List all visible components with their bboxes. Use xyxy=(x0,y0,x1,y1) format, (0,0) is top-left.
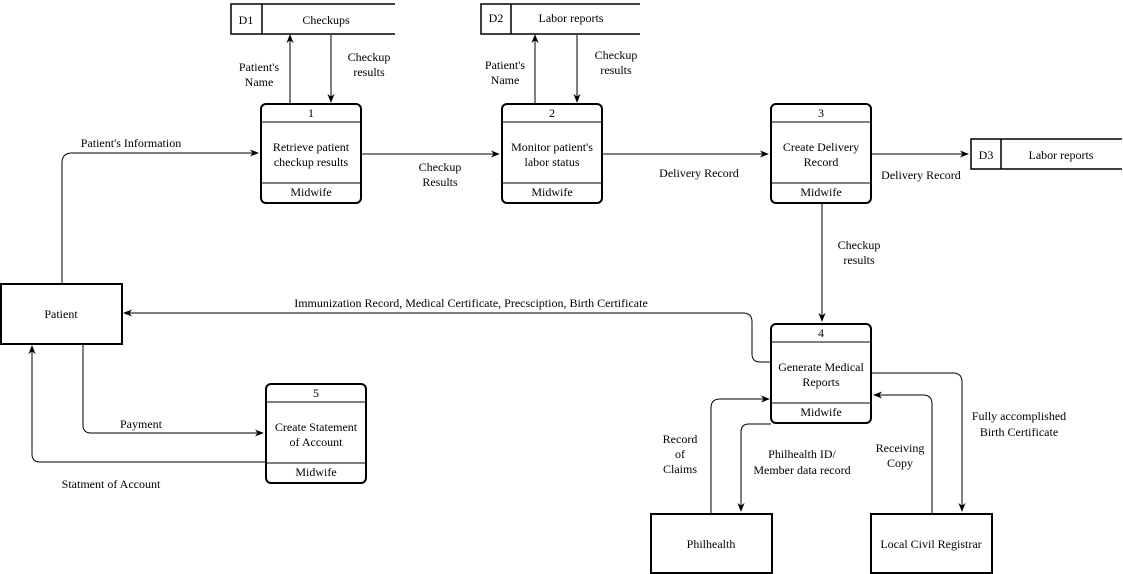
process-label-line-1: Generate Medical xyxy=(778,360,864,374)
process-actor: Midwife xyxy=(531,185,572,199)
flow-label-birth-cert-line-1: Fully accomplished xyxy=(972,409,1066,423)
data-store-code: D1 xyxy=(239,13,254,27)
flow-label-d1-name-line-2: Name xyxy=(245,75,274,89)
process-actor: Midwife xyxy=(290,185,331,199)
flow-label-patient-info: Patient's Information xyxy=(81,136,181,150)
flow-line-p4-patient xyxy=(123,309,771,363)
flow-label-d1-name-line-1: Patient's xyxy=(239,60,279,74)
entity-local-civil-registrar[interactable]: Local Civil Registrar xyxy=(870,513,993,574)
process-number: 4 xyxy=(818,326,824,340)
flow-line-philhealth-id xyxy=(737,423,771,512)
flow-label-p4-patient: Immunization Record, Medical Certificate… xyxy=(294,296,648,310)
process-number: 3 xyxy=(818,106,824,120)
data-store-d2[interactable]: D2 Labor reports xyxy=(480,3,640,35)
flow-label-claims-line-3: Claims xyxy=(663,462,697,476)
entity-philhealth[interactable]: Philhealth xyxy=(650,513,773,574)
process-label-line-2: labor status xyxy=(525,155,580,169)
process-actor: Midwife xyxy=(800,185,841,199)
flow-label-p3-p4-line-1: Checkup xyxy=(838,238,881,252)
process-4[interactable]: 4 Generate Medical Reports Midwife xyxy=(770,323,872,424)
flow-label-receiving-line-1: Receiving xyxy=(876,441,925,455)
flow-line-receiving xyxy=(873,391,933,513)
process-label-line-1: Create Statement xyxy=(275,420,358,434)
process-2[interactable]: 2 Monitor patient's labor status Midwife xyxy=(501,103,603,204)
flow-line-claims xyxy=(710,395,770,513)
process-number: 5 xyxy=(313,386,319,400)
flow-label-p1-p2-line-2: Results xyxy=(422,175,458,189)
data-store-code: D2 xyxy=(489,11,504,25)
process-actor: Midwife xyxy=(800,405,841,419)
entity-label: Philhealth xyxy=(687,537,736,551)
data-store-name: Labor reports xyxy=(1029,148,1094,162)
flow-label-birth-cert-line-2: Birth Certificate xyxy=(980,425,1058,439)
data-store-d3[interactable]: D3 Labor reports xyxy=(970,138,1122,170)
data-store-d1[interactable]: D1 Checkups xyxy=(230,3,395,35)
flow-label-p2-p3: Delivery Record xyxy=(659,166,739,180)
process-label-line-2: of Account xyxy=(290,435,344,449)
flow-line-soa xyxy=(28,345,266,463)
flow-label-receiving-line-2: Copy xyxy=(887,456,913,470)
process-label-line-1: Create Delivery xyxy=(783,140,859,154)
flow-label-claims-line-2: of xyxy=(675,447,685,461)
flow-label-d2-name-line-1: Patient's xyxy=(485,58,525,72)
process-label-line-1: Monitor patient's xyxy=(511,140,593,154)
flow-line-payment xyxy=(82,345,264,437)
flow-labels: Patient's Information Patient's Name Che… xyxy=(62,48,1066,491)
process-number: 2 xyxy=(549,106,555,120)
entity-label: Local Civil Registrar xyxy=(880,537,981,551)
process-label-line-2: checkup results xyxy=(274,155,349,169)
flow-line-patient-info xyxy=(61,149,259,283)
flow-label-payment: Payment xyxy=(120,417,163,431)
data-store-name: Labor reports xyxy=(539,11,604,25)
entity-patient[interactable]: Patient xyxy=(0,283,123,345)
process-label-line-2: Record xyxy=(804,155,839,169)
process-label-line-1: Retrieve patient xyxy=(273,140,350,154)
flow-label-philhealth-id-line-2: Member data record xyxy=(753,463,850,477)
entity-label: Patient xyxy=(44,307,78,321)
flow-label-p3-p4-line-2: results xyxy=(843,253,875,267)
flow-line-birth-cert xyxy=(871,372,966,512)
process-3[interactable]: 3 Create Delivery Record Midwife xyxy=(770,103,872,204)
process-1[interactable]: 1 Retrieve patient checkup results Midwi… xyxy=(260,103,362,204)
flow-lines xyxy=(28,34,969,513)
data-store-name: Checkups xyxy=(302,13,350,27)
process-actor: Midwife xyxy=(295,465,336,479)
process-number: 1 xyxy=(308,106,314,120)
flow-label-p1-p2-line-1: Checkup xyxy=(419,160,462,174)
flow-label-d2-name-line-2: Name xyxy=(491,73,520,87)
flow-label-philhealth-id-line-1: Philhealth ID/ xyxy=(768,447,836,461)
flow-label-p3-d3: Delivery Record xyxy=(881,168,961,182)
process-label-line-2: Reports xyxy=(802,375,840,389)
flow-label-d2-results-line-1: Checkup xyxy=(595,48,638,62)
flow-label-soa: Statment of Account xyxy=(62,477,161,491)
flow-label-d1-results-line-2: results xyxy=(353,65,385,79)
data-store-code: D3 xyxy=(979,148,994,162)
flow-label-d1-results-line-1: Checkup xyxy=(348,50,391,64)
flow-label-d2-results-line-2: results xyxy=(600,63,632,77)
flow-label-claims-line-1: Record xyxy=(663,432,698,446)
process-5[interactable]: 5 Create Statement of Account Midwife xyxy=(265,383,367,484)
